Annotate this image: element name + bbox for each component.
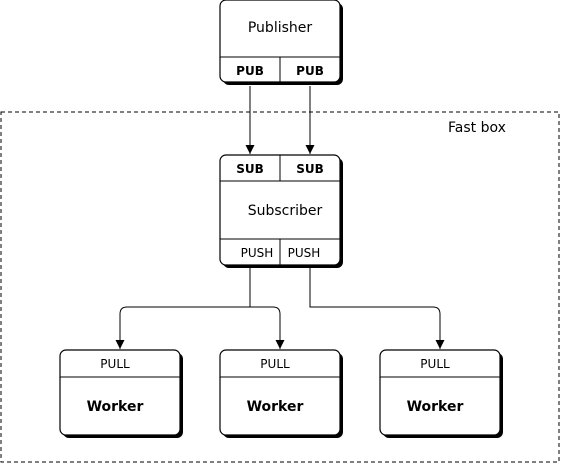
subscriber-port-sub-2: SUB — [296, 162, 324, 176]
fast-box-region: Fast box — [0, 111, 560, 463]
subscriber-node: SUB SUB Subscriber PUSH PUSH — [219, 154, 343, 268]
publisher-port-pub-1: PUB — [236, 64, 264, 78]
worker-node-1: PULL Worker — [59, 349, 183, 438]
subscriber-port-push-1: PUSH — [241, 246, 274, 260]
worker-2-title: Worker — [247, 399, 304, 415]
subscriber-title: Subscriber — [248, 203, 323, 219]
publisher-title: Publisher — [248, 20, 313, 36]
worker-node-2: PULL Worker — [219, 349, 343, 438]
edge-push1-worker2 — [250, 306, 285, 349]
worker-1-port-pull: PULL — [100, 357, 130, 371]
subscriber-port-push-2: PUSH — [288, 246, 321, 260]
subscriber-port-sub-1: SUB — [236, 162, 264, 176]
edge-push1-worker1 — [115, 266, 251, 349]
worker-node-3: PULL Worker — [379, 349, 503, 438]
worker-3-title: Worker — [407, 399, 464, 415]
worker-2-port-pull: PULL — [260, 357, 290, 371]
fast-box-label: Fast box — [448, 120, 506, 136]
worker-1-title: Worker — [87, 399, 144, 415]
publisher-node: Publisher PUB PUB — [219, 0, 343, 85]
publisher-port-pub-2: PUB — [296, 64, 324, 78]
worker-3-port-pull: PULL — [420, 357, 450, 371]
edge-push2-worker3 — [309, 266, 445, 349]
